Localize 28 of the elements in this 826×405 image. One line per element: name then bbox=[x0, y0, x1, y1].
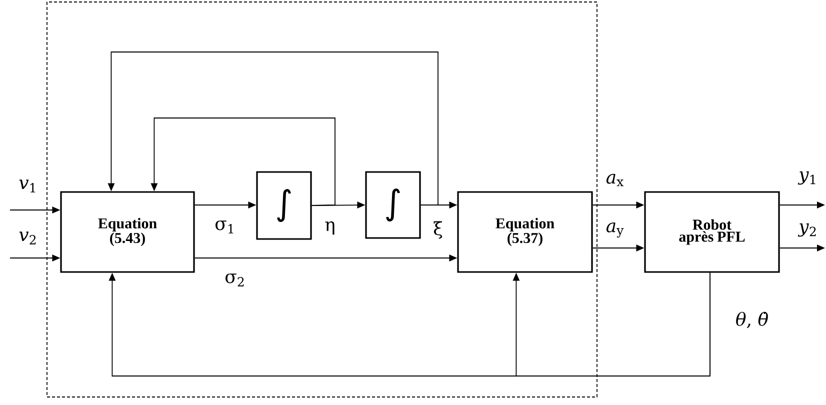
arrow bbox=[592, 202, 644, 208]
block-box: Robot après PFL bbox=[644, 191, 780, 273]
arrow bbox=[10, 206, 60, 214]
arrow bbox=[194, 202, 256, 208]
signal-label: η bbox=[324, 220, 336, 236]
signal-label: a$_{x}$ bbox=[604, 172, 626, 188]
signal-label: ξ bbox=[432, 220, 444, 240]
arrow bbox=[150, 118, 336, 206]
block-box: Equation (5.37) bbox=[457, 191, 593, 273]
block-box: Equation (5.43) bbox=[60, 191, 195, 273]
integrator-box: ∫ bbox=[365, 171, 421, 239]
dashed-boundary bbox=[46, 2, 598, 398]
arrow bbox=[194, 254, 458, 262]
arrow bbox=[592, 244, 644, 252]
signal-label: v$_{1}$ bbox=[18, 178, 38, 194]
integrator-box: ∫ bbox=[256, 171, 312, 240]
signal-label: y$_{1}$ bbox=[798, 170, 818, 186]
signal-label: y$_{2}$ bbox=[798, 222, 818, 238]
signal-label: θ, θ̇ bbox=[734, 310, 770, 330]
signal-label: σ$_{2}$ bbox=[224, 272, 246, 288]
signal-label: a$_{y}$ bbox=[604, 222, 626, 238]
arrow bbox=[779, 202, 825, 208]
arrow bbox=[779, 244, 825, 252]
signal-label: v$_{2}$ bbox=[18, 230, 38, 246]
arrow bbox=[108, 52, 438, 206]
signal-label: σ$_{1}$ bbox=[214, 220, 236, 234]
arrow bbox=[512, 272, 710, 376]
arrow bbox=[10, 254, 60, 262]
